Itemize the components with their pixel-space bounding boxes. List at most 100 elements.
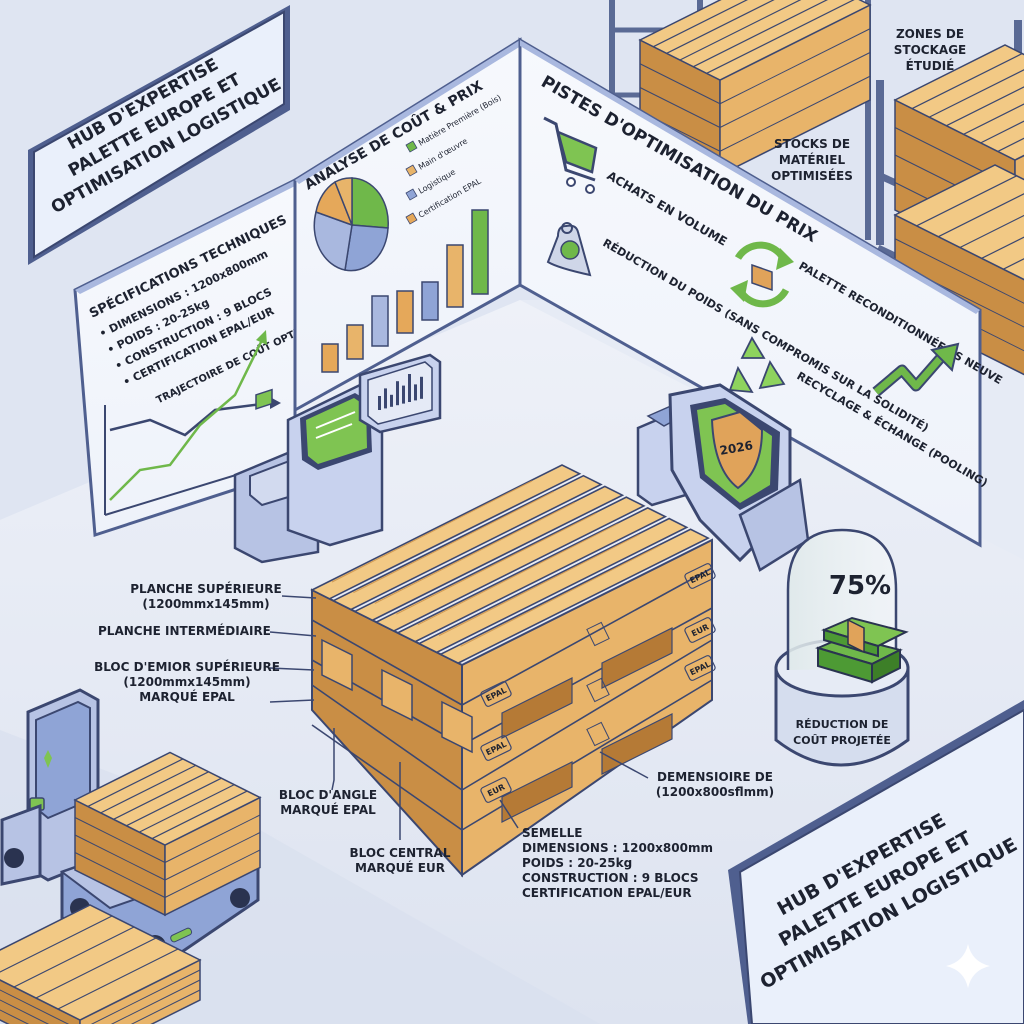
optimisation-panel: PISTES D'OPTIMISATION DU PRIX ACHATS EN … (518, 37, 1005, 548)
weight-icon (546, 222, 592, 277)
label-bloc-central-mark: MARQUÉ EUR (355, 861, 445, 875)
pallet-layer-line (719, 75, 871, 152)
pallet-stamp-frame (480, 735, 512, 761)
label-demensioire-dims: (1200x800sflmm) (655, 785, 775, 799)
pallet-stamp-frame (684, 655, 716, 681)
pallet-block (381, 668, 413, 722)
top-deck-board (331, 474, 603, 611)
label-planche-superieure-dims: (1200mmx145mm) (142, 597, 270, 611)
pallet-board-line (959, 214, 1024, 249)
pallet-board-line (980, 120, 1024, 144)
cost-bar (321, 343, 339, 373)
pallet-layer-line (74, 852, 166, 898)
zones-line2: STOCKAGE (894, 43, 966, 57)
label-bloc-emior-mark: MARQUÉ EPAL (139, 690, 235, 704)
pallet-board-line (151, 790, 248, 840)
cost-bar (471, 209, 489, 295)
zones-line3: ÉTUDIÉ (906, 58, 955, 73)
pallet-layer-line (74, 817, 166, 863)
label-demensioire: DEMENSIOIRE DE (1200x800sflmm) (640, 770, 790, 800)
label-semelle: SEMELLE DIMENSIONS : 1200x800mm POIDS : … (522, 826, 713, 901)
pallet-layer-line (90, 969, 201, 1024)
pallet-band-line (311, 724, 463, 831)
wood-grain (396, 512, 597, 615)
kiosk-bar (402, 385, 405, 404)
reduction-label-line2: COÛT PROJETÉE (793, 734, 891, 747)
pallet-board-line (693, 0, 829, 68)
pallet-layer-line (0, 999, 50, 1024)
storage-zones-label: ZONES DE STOCKAGE ÉTUDIÉ (894, 27, 966, 73)
pallet-small-stamp (586, 721, 610, 747)
kiosk-bar (420, 376, 423, 399)
pallet-layer-line (639, 63, 721, 105)
top-deck-board (438, 528, 710, 664)
pallet-layer-line (74, 834, 166, 881)
pallet-board-line (100, 764, 196, 814)
control-kiosk-left (233, 353, 442, 564)
pallet-layer-line (0, 1009, 30, 1024)
top-deck-board (374, 496, 646, 632)
specs-panel: SPÉCIFICATIONS TECHNIQUES • DIMENSIONS :… (73, 177, 331, 538)
pallet-small-stamp (586, 677, 610, 703)
pallet-small-stamp (586, 621, 610, 647)
kiosk-bar (396, 381, 399, 406)
top-deck-board (417, 517, 689, 654)
cost-bar (346, 324, 364, 360)
pallet-stack-right-lower (893, 164, 1024, 376)
pallet-layer-line (164, 832, 261, 881)
label-semelle-title: SEMELLE (522, 826, 583, 840)
hub-sign-bottom: HUB D'EXPERTISE PALETTE EUROPE ET OPTIMI… (728, 700, 1024, 1024)
reduction-dome: 75% RÉDUCTION DE COÛT PROJETÉE (774, 528, 910, 767)
pallet-board-line (916, 175, 1017, 227)
pallet-board-line (997, 137, 1024, 152)
pallet-board-line (706, 0, 855, 74)
label-bloc-angle-mark: MARQUÉ EPAL (280, 803, 376, 817)
wood-grain (353, 491, 554, 594)
refresh-icon (730, 241, 794, 308)
pallet-board-line (679, 0, 802, 61)
label-semelle-construction: CONSTRUCTION : 9 BLOCS (522, 871, 699, 885)
pallet-board-line (1003, 258, 1024, 270)
pallet-board-line (911, 53, 1023, 110)
reduction-value: 75% (829, 571, 891, 601)
pallet-stamp-frame (480, 777, 512, 803)
pallet-layer-line (719, 28, 871, 105)
label-demensioire-title: DEMENSIOIRE DE (657, 770, 773, 784)
cost-bar (421, 281, 439, 321)
pallet-stamp-frame (684, 563, 716, 589)
wood-grain (374, 501, 576, 604)
pallet-layer-line (639, 87, 721, 128)
wood-grain (331, 480, 533, 583)
top-deck-board (353, 485, 625, 622)
label-bloc-emior: BLOC D'EMIOR SUPÉRIEURE (1200mmx145mm) M… (92, 660, 282, 705)
label-planche-superieure-title: PLANCHE SUPÉRIEURE (130, 582, 282, 596)
pallet-board-line (35, 937, 157, 999)
pallet-board-line (0, 915, 113, 973)
label-bloc-central: BLOC CENTRAL MARQUÉ EUR (340, 846, 460, 876)
wood-grain (417, 523, 618, 626)
pallet-board-line (929, 69, 1024, 118)
kiosk-bar (390, 394, 393, 407)
pallet-board-line (653, 0, 749, 48)
wood-grain (460, 544, 661, 647)
legend-swatch-certification (405, 212, 418, 225)
pallet-band-line (311, 619, 463, 706)
cost-bar (446, 244, 464, 308)
label-bloc-central-title: BLOC CENTRAL (349, 846, 451, 860)
zones-line1: ZONES DE (896, 27, 964, 41)
stocks-line2: MATÉRIEL (779, 152, 846, 167)
cost-bar-chart (321, 209, 489, 373)
cost-pie-chart (313, 177, 389, 272)
control-kiosk-right: 2026 (636, 383, 810, 572)
pallet-board-line (57, 948, 179, 1010)
cost-bar (371, 295, 389, 347)
pallet-layer-line (0, 989, 70, 1024)
pallet-layer-line (164, 849, 261, 898)
pallet-board-line (946, 86, 1024, 127)
stocks-line1: STOCKS DE (774, 137, 850, 151)
pallet-floor-bottom-left (0, 904, 202, 1024)
pallet-layer-line (164, 814, 261, 863)
reduction-label-line1: RÉDUCTION DE (796, 718, 889, 731)
legend-swatch-wood (405, 140, 418, 153)
